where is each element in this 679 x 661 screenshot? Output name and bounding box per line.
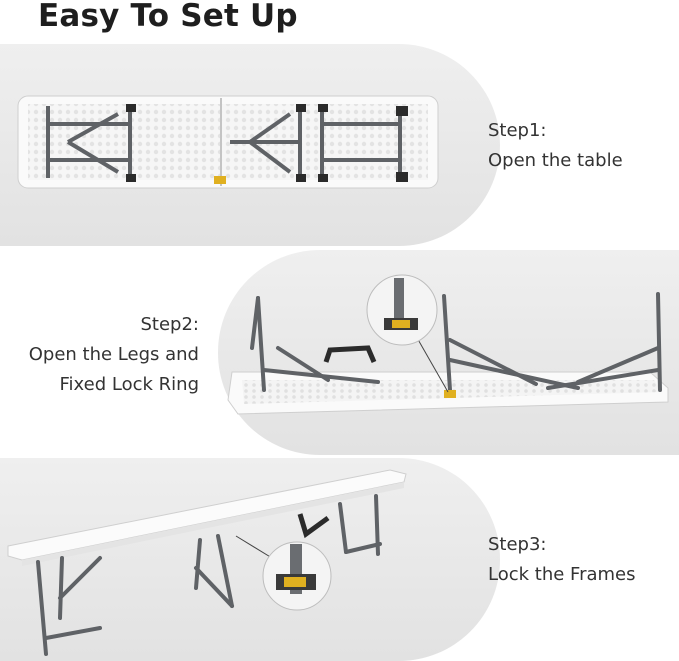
- step3-description: Lock the Frames: [488, 564, 636, 585]
- step2-description-line2: Fixed Lock Ring: [59, 374, 199, 395]
- step2-heading: Step2:: [140, 314, 200, 335]
- step1-text: Step1: Open the table: [488, 116, 623, 176]
- step3-text: Step3: Lock the Frames: [488, 530, 636, 590]
- step3-locked-bench-image: [7, 469, 407, 656]
- step1-folded-table-image: [17, 95, 439, 189]
- step2-text: Step2: Open the Legs and Fixed Lock Ring: [0, 310, 199, 400]
- page-title: Easy To Set Up: [38, 0, 298, 34]
- step3-heading: Step3:: [488, 534, 547, 555]
- step2-open-legs-image: [227, 274, 669, 415]
- step1-description: Open the table: [488, 150, 623, 171]
- step1-heading: Step1:: [488, 120, 547, 141]
- step3-panel: [0, 458, 500, 661]
- step2-description-line1: Open the Legs and: [28, 344, 199, 365]
